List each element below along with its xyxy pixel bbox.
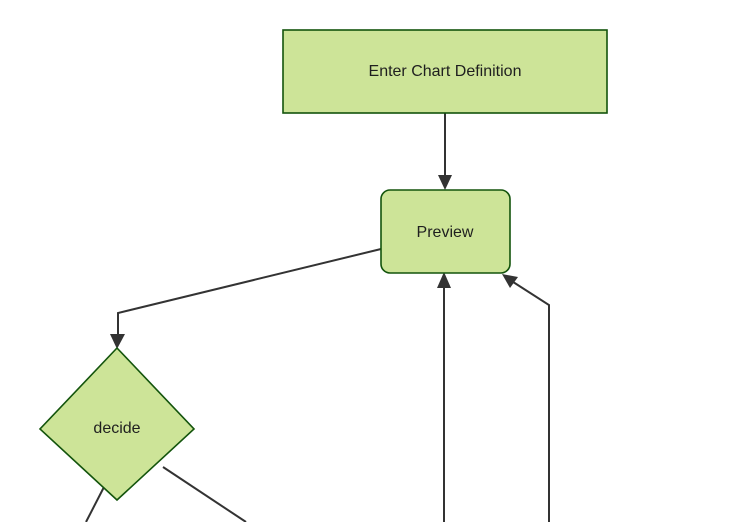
node-decide-shape[interactable] — [38, 346, 196, 502]
edge-into-preview-angled-line — [509, 279, 550, 522]
edge-decide-out-right-line — [162, 466, 247, 522]
node-preview-label: Preview — [417, 224, 474, 241]
edge-into-preview-vertical-arrowhead-icon — [437, 272, 451, 288]
edge-decide-out-right — [162, 466, 247, 522]
edge-into-preview-vertical — [437, 272, 451, 522]
edge-into-preview-angled-arrowhead-icon — [502, 274, 518, 288]
edge-preview-to-decide — [110, 248, 382, 349]
edge-decide-out-left — [85, 486, 105, 522]
edge-preview-to-decide-line — [117, 248, 382, 340]
edge-layer — [85, 113, 550, 522]
node-layer: Enter Chart Definition Preview decide — [38, 29, 608, 502]
edge-enter-to-preview-arrowhead-icon — [438, 175, 452, 190]
node-enter-chart-definition[interactable]: Enter Chart Definition — [282, 29, 608, 114]
node-decide[interactable]: decide — [38, 346, 196, 502]
node-enter-chart-definition-shape[interactable] — [282, 29, 608, 114]
node-preview-shape[interactable] — [380, 189, 511, 274]
node-decide-label: decide — [93, 420, 140, 437]
edge-enter-to-preview — [438, 113, 452, 190]
edge-decide-out-left-line — [85, 486, 105, 522]
edge-preview-to-decide-arrowhead-icon — [110, 334, 125, 349]
node-enter-chart-definition-label: Enter Chart Definition — [369, 63, 522, 80]
edge-into-preview-angled — [502, 274, 550, 522]
node-preview[interactable]: Preview — [380, 189, 511, 274]
